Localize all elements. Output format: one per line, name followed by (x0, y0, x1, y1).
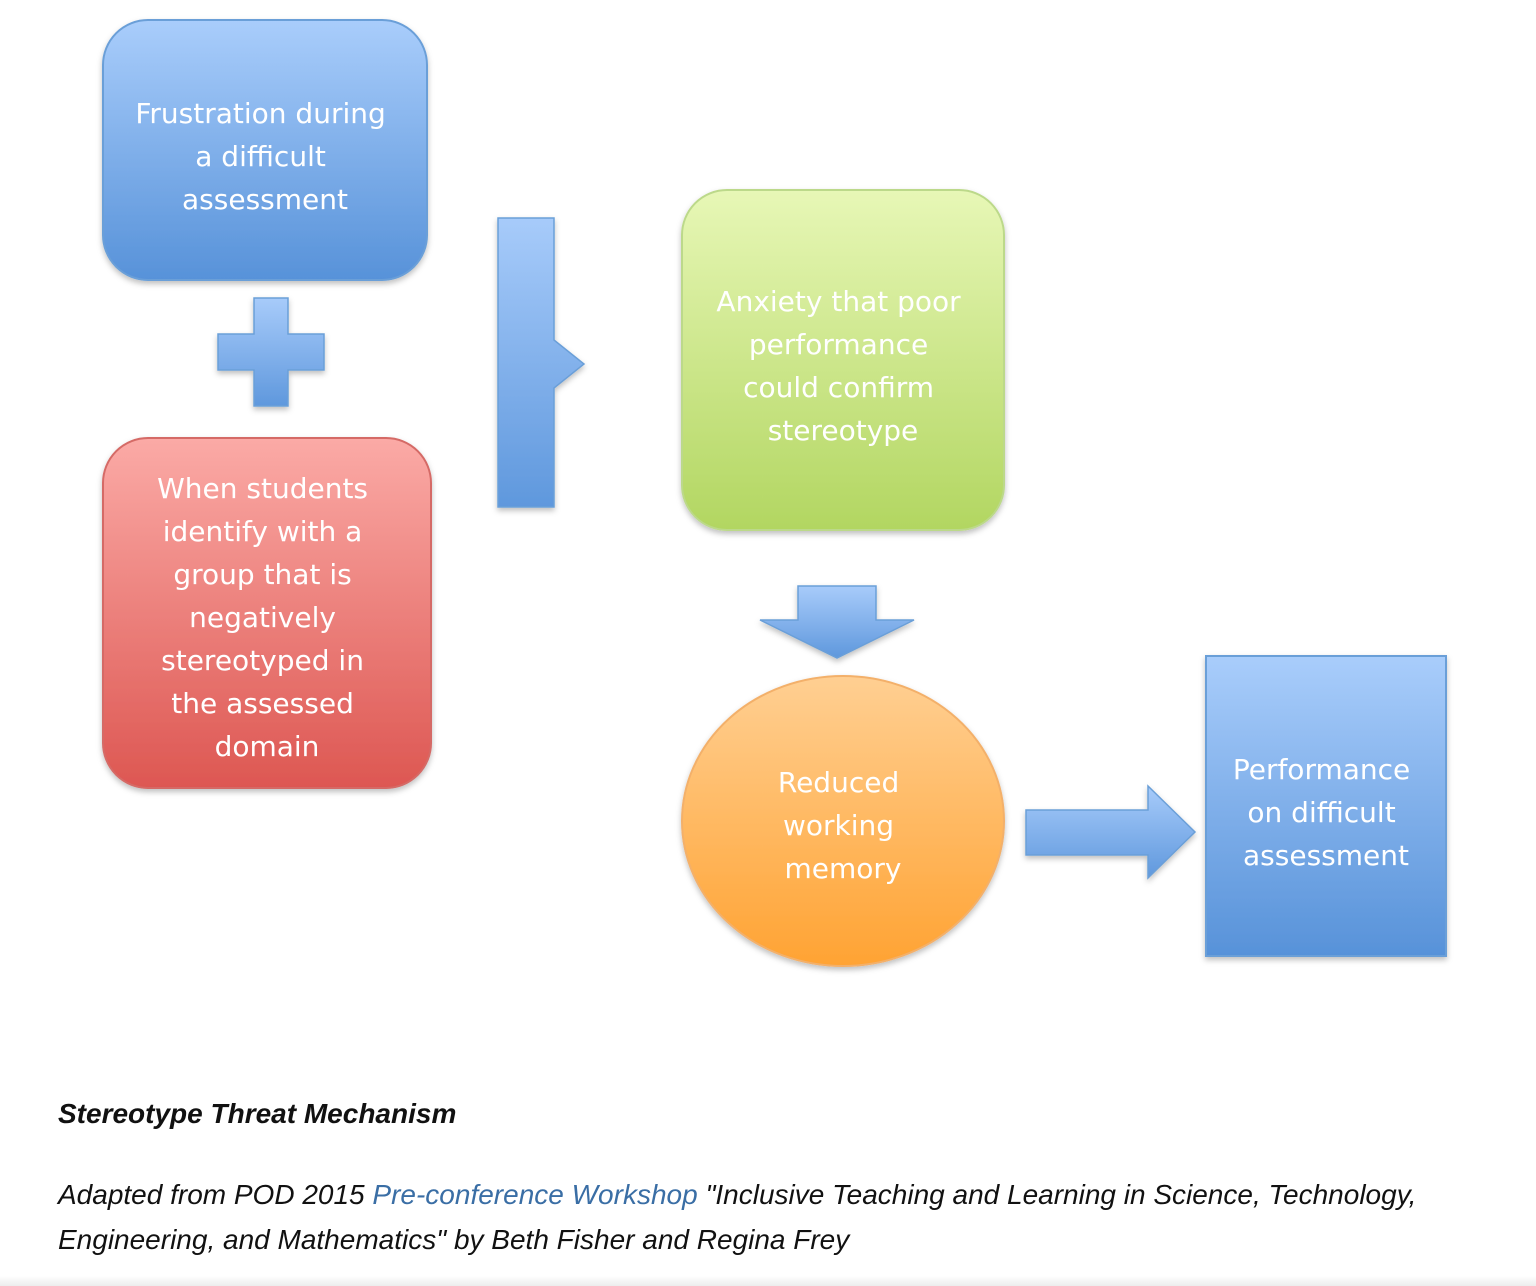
figure-credit: Adapted from POD 2015 Pre-conference Wor… (58, 1172, 1508, 1262)
identity-box (102, 437, 432, 789)
identity-node: When students identify with a group that… (102, 437, 432, 789)
frustration-node: Frustration during a difficult assessmen… (102, 19, 428, 281)
plus-icon (217, 297, 325, 407)
frustration-label: Frustration during a difficult assessmen… (135, 97, 394, 216)
credit-suffix: "Inclusive Teaching and Learning in Scie… (58, 1179, 1417, 1255)
anxiety-box (681, 189, 1005, 531)
performance-node: Performance on difficult assessment (1205, 655, 1447, 957)
memory-label: Reduced working memory (778, 766, 908, 885)
bracket-arrow (497, 217, 586, 508)
performance-label: Performance on difficult assessment (1233, 753, 1419, 872)
bottom-edge-shade (0, 1276, 1536, 1286)
stereotype-threat-diagram: Frustration during a difficult assessmen… (102, 19, 1447, 967)
anxiety-node: Anxiety that poor performance could conf… (681, 189, 1005, 531)
credit-prefix: Adapted from POD 2015 (58, 1179, 373, 1210)
performance-box (1205, 655, 1447, 957)
pre-conference-workshop-link[interactable]: Pre-conference Workshop (372, 1179, 698, 1210)
right-arrow (1025, 784, 1197, 880)
memory-node: Reduced working memory (681, 675, 1005, 967)
frustration-box (102, 19, 428, 281)
figure-caption-title: Stereotype Threat Mechanism (58, 1098, 457, 1129)
anxiety-label: Anxiety that poor performance could conf… (716, 285, 969, 447)
down-arrow (759, 585, 915, 659)
memory-circle (681, 675, 1005, 967)
identity-label: When students identify with a group that… (157, 472, 377, 763)
